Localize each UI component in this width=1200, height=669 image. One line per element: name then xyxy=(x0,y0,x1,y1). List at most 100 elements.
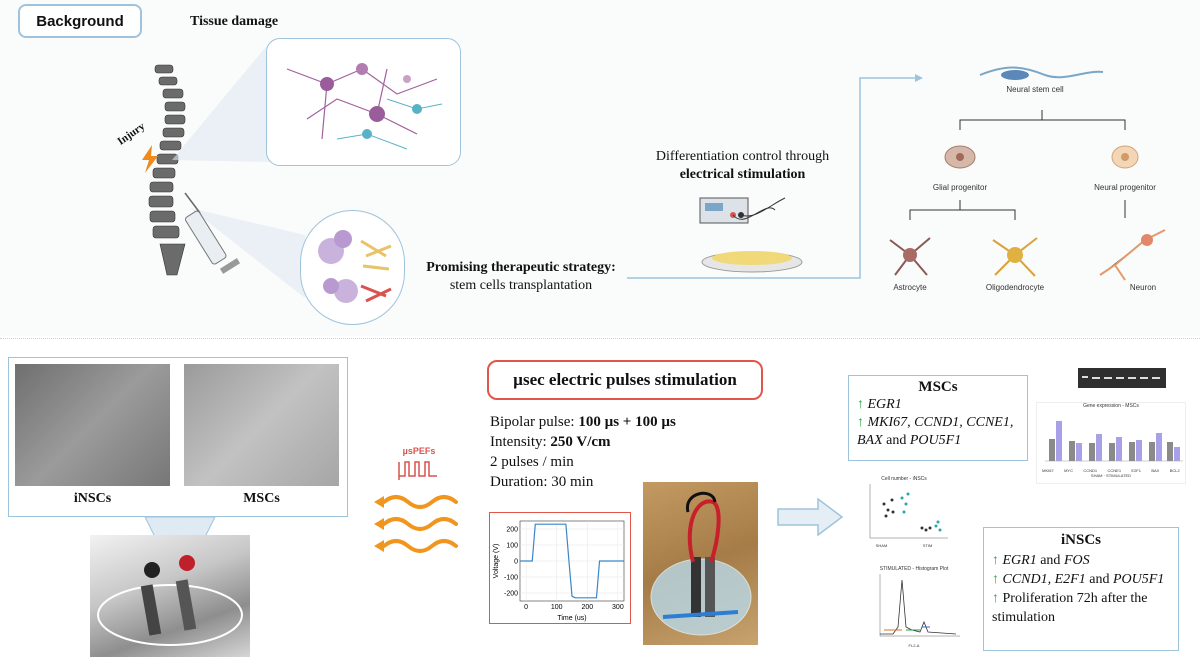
up-arrow-icon: ↑ xyxy=(992,572,999,587)
stem-cells-illustration xyxy=(318,230,392,303)
uspefs-label: µsPEFs xyxy=(402,446,436,456)
strategy-text: Promising therapeutic strategy: stem cel… xyxy=(416,259,626,295)
up-arrow-icon: ↑ xyxy=(857,415,864,430)
stimulation-params: Bipolar pulse: 100 µs + 100 µs Intensity… xyxy=(490,412,750,492)
msc-results-panel: MSCs ↑ EGR1 ↑ MKI67, CCND1, CCNE1, BAX a… xyxy=(848,375,1028,461)
gene-label: E2F1 xyxy=(1131,468,1141,473)
insc-label: iNSCs xyxy=(73,491,112,506)
connector-arrow xyxy=(627,74,923,279)
insc-result-2: ↑ CCND1, E2F1 and POU5F1 xyxy=(992,570,1178,589)
y-axis-label: Voltage (V) xyxy=(493,544,500,579)
scatter-x-label: STIM xyxy=(922,543,933,548)
cell-number-title: Cell number - iNSCs xyxy=(881,476,927,482)
gene-legend: SHAM · STIMULATED xyxy=(1090,473,1132,478)
electrode-dish-illustration xyxy=(97,555,243,646)
differentiation-line1: Differentiation control through xyxy=(655,149,830,164)
insc-genes: CCND1, E2F1 xyxy=(1002,572,1086,587)
tissue-damage-label: Tissue damage xyxy=(190,14,279,29)
syringe-icon xyxy=(184,192,241,274)
gene-label: BAX xyxy=(1151,468,1160,473)
bipolar-value: 100 µs + 100 µs xyxy=(578,414,676,430)
msc-results-list: ↑ EGR1 ↑ MKI67, CCND1, CCNE1, BAX and PO… xyxy=(849,396,1027,450)
section-divider xyxy=(0,338,1200,339)
y-tick-label: 200 xyxy=(506,527,518,534)
electrode-setup-photo xyxy=(643,482,758,645)
intensity-label: Intensity: xyxy=(490,434,551,450)
insc-results-title: iNSCs xyxy=(1060,532,1101,548)
electrode-setup-illustration xyxy=(650,491,752,636)
gene-chart-title: Gene expression - MSCs xyxy=(1083,403,1139,409)
insc-image xyxy=(15,364,170,486)
pulse-icon xyxy=(398,461,437,480)
insc-result-3: ↑ Proliferation 72h after the xyxy=(992,589,1178,608)
legend-sham: SHAM xyxy=(1090,473,1103,478)
gene-bars xyxy=(1045,421,1183,462)
insc-result-3b: stimulation xyxy=(992,610,1055,625)
histogram-xlabel: FL2-A xyxy=(908,643,920,648)
lightning-icon xyxy=(142,145,158,173)
msc-result-2: ↑ MKI67, CCND1, CCNE1, BAX and POU5F1 xyxy=(857,414,1027,450)
histogram-plot: STIMULATED - Histogram Plot FL2-A xyxy=(868,566,960,656)
msc-genes: MKI67, CCND1, CCNE1, BAX xyxy=(857,415,1014,448)
neurons-illustration xyxy=(286,63,443,150)
lineage-tree xyxy=(889,66,1166,281)
cell-number-points xyxy=(869,484,948,539)
zoom-lines xyxy=(172,42,305,298)
oligodendrocyte-label: Oligodendrocyte xyxy=(985,283,1045,292)
strategy-subtitle: stem cells transplantation xyxy=(449,278,593,293)
legend-stimulated: STIMULATED xyxy=(1106,473,1132,478)
gene-label: BCL2 xyxy=(1169,468,1180,473)
glial-progenitor-label: Glial progenitor xyxy=(932,183,988,192)
x-tick-label: 300 xyxy=(612,604,624,611)
up-arrow-icon: ↑ xyxy=(992,553,999,568)
msc-result-1: ↑ EGR1 xyxy=(857,396,1027,414)
intensity-line: Intensity: 250 V/cm xyxy=(490,432,750,452)
neural-stem-cell-label: Neural stem cell xyxy=(1006,85,1064,94)
insc-results-list: ↑ EGR1 and FOS ↑ CCND1, E2F1 and POU5F1 … xyxy=(984,551,1178,627)
insc-egr1: EGR1 xyxy=(1002,553,1037,568)
strategy-title: Promising therapeutic strategy: xyxy=(426,260,616,275)
msc-image xyxy=(184,364,339,486)
bipolar-label: Bipolar pulse: xyxy=(490,414,579,430)
gene-label: CCND1 xyxy=(1083,468,1098,473)
gel-image xyxy=(1078,368,1166,388)
y-tick-label: -100 xyxy=(504,575,518,582)
cell-number-plot: Cell number - iNSCs SHAM STIM xyxy=(858,476,950,556)
msc-and: and xyxy=(882,433,910,448)
differentiation-text: Differentiation control through electric… xyxy=(640,148,845,184)
insc-proliferation: Proliferation 72h after the xyxy=(1002,591,1148,606)
msc-pou5f1: POU5F1 xyxy=(909,433,962,448)
insc-pou5f1: POU5F1 xyxy=(1112,572,1165,587)
up-arrow-icon: ↑ xyxy=(992,591,999,606)
msc-results-title: MSCs xyxy=(918,379,958,395)
insc-results-panel: iNSCs ↑ EGR1 and FOS ↑ CCND1, E2F1 and P… xyxy=(983,527,1179,651)
scatter-x-labels: SHAM STIM xyxy=(858,543,950,548)
x-axis-label: Time (us) xyxy=(557,615,586,622)
duration-line: Duration: 30 min xyxy=(490,474,594,490)
electrode-dish-photo xyxy=(90,535,250,657)
astrocyte-label: Astrocyte xyxy=(893,283,927,292)
differentiation-line2: electrical stimulation xyxy=(679,167,806,182)
gene-label: CCNE1 xyxy=(1107,468,1122,473)
neuron-label: Neuron xyxy=(1129,283,1157,292)
stem-cells-circle xyxy=(300,210,405,325)
gene-expression-chart: Gene expression - MSCs MKI67 MYC CCND1 C… xyxy=(1036,402,1186,484)
background-section xyxy=(0,0,1200,336)
histogram-curve xyxy=(879,574,960,637)
y-tick-label: 100 xyxy=(506,543,518,550)
gel-bands xyxy=(1082,376,1160,379)
rate-line: 2 pulses / min xyxy=(490,454,574,470)
up-arrow-icon: ↑ xyxy=(857,397,864,412)
y-tick-label: -200 xyxy=(504,591,518,598)
msc-label: MSCs xyxy=(243,491,280,506)
bipolar-pulse-line: Bipolar pulse: 100 µs + 100 µs xyxy=(490,412,750,432)
background-label: Background xyxy=(18,4,142,38)
stimulation-title: µsec electric pulses stimulation xyxy=(487,360,763,400)
intensity-value: 250 V/cm xyxy=(550,434,611,450)
insc-result-1: ↑ EGR1 and FOS xyxy=(992,551,1178,570)
insc-and: and xyxy=(1085,572,1113,587)
spine-illustration xyxy=(148,64,186,276)
result-arrow xyxy=(777,497,844,537)
